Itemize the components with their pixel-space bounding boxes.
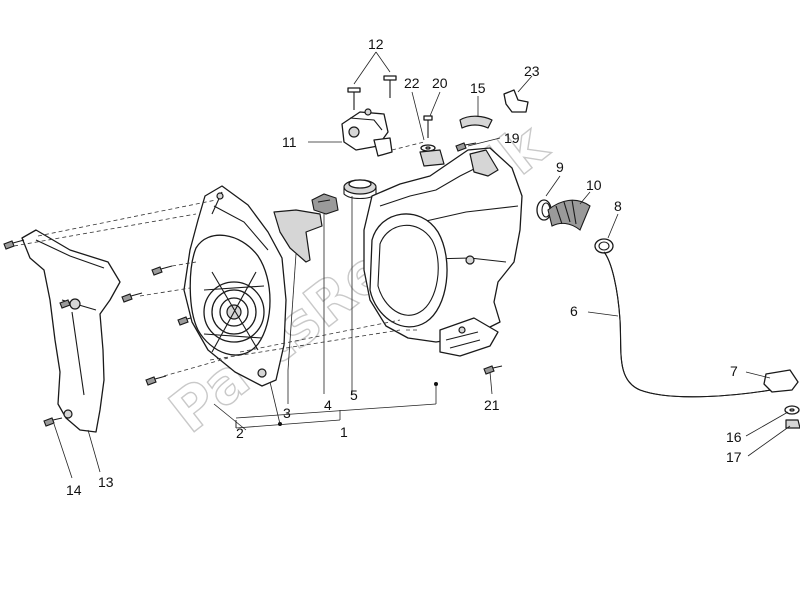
foam-part [273, 209, 323, 263]
clamp-23-part [503, 89, 529, 113]
washer-22-part [420, 144, 436, 152]
callout-16: 16 [726, 429, 742, 445]
callout-23: 23 [524, 63, 540, 79]
callout-21: 21 [484, 397, 500, 413]
flange-7-part [763, 369, 799, 393]
callout-5: 5 [350, 387, 358, 403]
belt-cover-part [183, 185, 287, 387]
nut-17-part [785, 419, 800, 429]
callout-11: 11 [282, 134, 297, 150]
screws-12-part [347, 75, 397, 110]
callout-3: 3 [283, 405, 291, 421]
breather-pipe-6-part [603, 251, 783, 398]
bushing-part [343, 179, 377, 200]
callout-7: 7 [730, 363, 738, 379]
breather-tube-10-part [547, 199, 591, 231]
callout-17: 17 [726, 449, 742, 465]
callout-leader-lines [53, 51, 791, 479]
callout-19: 19 [504, 130, 520, 146]
callout-2: 2 [236, 425, 244, 441]
callout-10: 10 [586, 177, 602, 193]
washer-16-part [784, 405, 800, 415]
clamp-8-part [594, 238, 614, 254]
crankcase-part [363, 147, 523, 357]
callout-4: 4 [324, 397, 332, 413]
callout-20: 20 [432, 75, 448, 91]
callout-12: 12 [368, 36, 384, 52]
callout-22: 22 [404, 75, 420, 91]
callout-13: 13 [98, 474, 114, 490]
bolt-20-part [423, 115, 433, 138]
valve-part [341, 108, 393, 157]
callout-14: 14 [66, 482, 82, 498]
clip-part [311, 193, 339, 215]
callout-15: 15 [470, 80, 486, 96]
callout-6: 6 [570, 303, 578, 319]
callout-1: 1 [340, 424, 348, 440]
callout-9: 9 [556, 159, 564, 175]
hose-15-part [459, 115, 493, 129]
callout-labels: 1 2 3 4 5 6 7 8 9 10 11 12 13 14 15 16 1… [66, 36, 742, 498]
screw-set [3, 142, 503, 427]
callout-8: 8 [614, 198, 622, 214]
side-cover-part [21, 229, 121, 433]
assembly-reference-lines [13, 141, 425, 377]
